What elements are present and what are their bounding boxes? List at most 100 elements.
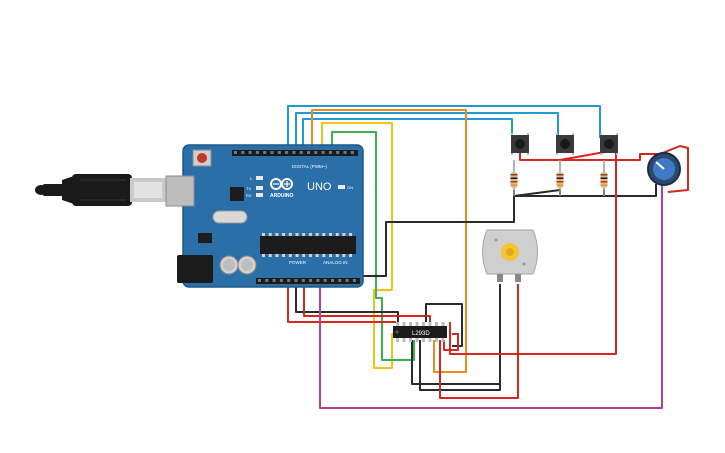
mcu-pin — [275, 233, 279, 236]
power-pin[interactable] — [272, 279, 276, 282]
push-button-icon[interactable] — [600, 133, 618, 155]
chip-pin[interactable] — [435, 322, 438, 326]
digital-pin[interactable] — [234, 151, 237, 154]
wire-red-5v[interactable] — [287, 284, 396, 323]
power-jack — [177, 255, 213, 283]
chip-pin[interactable] — [415, 338, 419, 342]
wire-red-chip-loop[interactable] — [443, 333, 459, 351]
wire-black-gnd-bus[interactable] — [360, 190, 515, 277]
digital-pin[interactable] — [292, 151, 296, 154]
reset-button-icon[interactable] — [192, 149, 212, 167]
usb-cable-icon[interactable] — [35, 174, 166, 206]
power-pin[interactable] — [287, 279, 291, 282]
wire-black-buttons[interactable] — [513, 189, 605, 197]
chip-pin[interactable] — [402, 322, 406, 326]
resistor-icon[interactable] — [510, 160, 518, 196]
wire-black-motor[interactable] — [411, 340, 500, 385]
digital-pin[interactable] — [350, 151, 354, 154]
power-pin[interactable] — [301, 279, 305, 282]
mcu-pin — [349, 233, 353, 236]
mcu-pin — [282, 233, 286, 236]
digital-pin[interactable] — [277, 151, 281, 154]
chip-pin[interactable] — [435, 338, 438, 342]
digital-pin[interactable] — [263, 151, 267, 154]
wire-black-chip-bottom[interactable] — [419, 284, 501, 391]
usb-jack — [165, 175, 195, 207]
power-label: POWER — [289, 260, 307, 265]
power-pin[interactable] — [345, 279, 349, 282]
digital-pin[interactable] — [336, 151, 340, 154]
mcu-pin — [342, 233, 346, 236]
digital-pin[interactable] — [270, 151, 274, 154]
wire-red-motor[interactable] — [439, 284, 519, 399]
mcu-pin — [295, 233, 299, 236]
digital-pin[interactable] — [255, 151, 259, 154]
digital-pin[interactable] — [321, 151, 325, 154]
led-l — [256, 176, 263, 180]
digital-pin[interactable] — [343, 151, 347, 154]
chip-pin[interactable] — [422, 338, 425, 342]
label-rx: RX — [246, 193, 252, 198]
power-pin[interactable] — [338, 279, 342, 282]
arduino-board[interactable]: L TX RX ON ARDUINO UNO DIGITAL (PWM~) PO… — [165, 144, 364, 288]
power-pin[interactable] — [258, 279, 261, 282]
wire-blue-3[interactable] — [302, 118, 513, 150]
wire-yellow[interactable] — [321, 122, 406, 369]
push-button-icon[interactable] — [556, 133, 574, 155]
power-pin[interactable] — [309, 279, 313, 282]
digital-pin[interactable] — [314, 151, 318, 154]
chip-pin[interactable] — [402, 338, 406, 342]
atmega-pins — [262, 233, 353, 257]
chip-pin[interactable] — [441, 338, 445, 342]
digital-pin[interactable] — [248, 151, 252, 154]
chip-pin[interactable] — [396, 338, 399, 342]
digital-pin[interactable] — [328, 151, 332, 154]
wire-blue-2[interactable] — [295, 112, 559, 150]
wire-red-pot[interactable] — [616, 145, 689, 193]
board-name: UNO — [307, 181, 332, 193]
push-button-icon[interactable] — [511, 133, 529, 155]
power-pin[interactable] — [279, 279, 283, 282]
chip-pin[interactable] — [415, 322, 419, 326]
wire-magenta[interactable] — [319, 184, 663, 409]
mcu-pin — [308, 254, 312, 257]
chip-pin[interactable] — [409, 338, 412, 342]
chip-pin[interactable] — [396, 322, 399, 326]
mcu-pin — [302, 254, 306, 257]
power-pin[interactable] — [294, 279, 298, 282]
power-pin[interactable] — [352, 279, 356, 282]
wire-red-chip-right[interactable] — [449, 160, 617, 355]
digital-pin[interactable] — [285, 151, 289, 154]
potentiometer-icon[interactable] — [647, 152, 681, 186]
chip-pin[interactable] — [428, 338, 432, 342]
resistor-icon[interactable] — [600, 160, 608, 196]
wire-blue-1[interactable] — [287, 105, 601, 150]
chip-pin[interactable] — [441, 322, 445, 326]
digital-pin[interactable] — [241, 151, 245, 154]
power-pin[interactable] — [265, 279, 269, 282]
l293d-chip[interactable]: L293D — [393, 322, 447, 342]
chip-pin[interactable] — [422, 322, 425, 326]
arduino-logo-icon — [270, 178, 293, 190]
dc-motor-icon[interactable] — [482, 229, 538, 282]
digital-pin[interactable] — [307, 151, 310, 154]
resistor-icon[interactable] — [556, 160, 564, 196]
chip-pin[interactable] — [428, 322, 432, 326]
power-pin[interactable] — [316, 279, 320, 282]
wires — [287, 105, 689, 409]
digital-pin[interactable] — [299, 151, 303, 154]
wire-orange[interactable] — [311, 109, 467, 373]
label-l: L — [250, 176, 253, 181]
wire-green[interactable] — [331, 131, 415, 361]
mcu-pin — [268, 233, 272, 236]
mcu-pin — [262, 254, 265, 257]
small-chip — [230, 187, 244, 201]
power-pin[interactable] — [323, 279, 327, 282]
power-header — [256, 278, 360, 284]
chip-pin[interactable] — [409, 322, 412, 326]
power-pin[interactable] — [331, 279, 334, 282]
mcu-pin — [308, 233, 312, 236]
wire-red-vcc[interactable] — [303, 284, 431, 322]
wire-black-pot[interactable] — [604, 184, 657, 197]
